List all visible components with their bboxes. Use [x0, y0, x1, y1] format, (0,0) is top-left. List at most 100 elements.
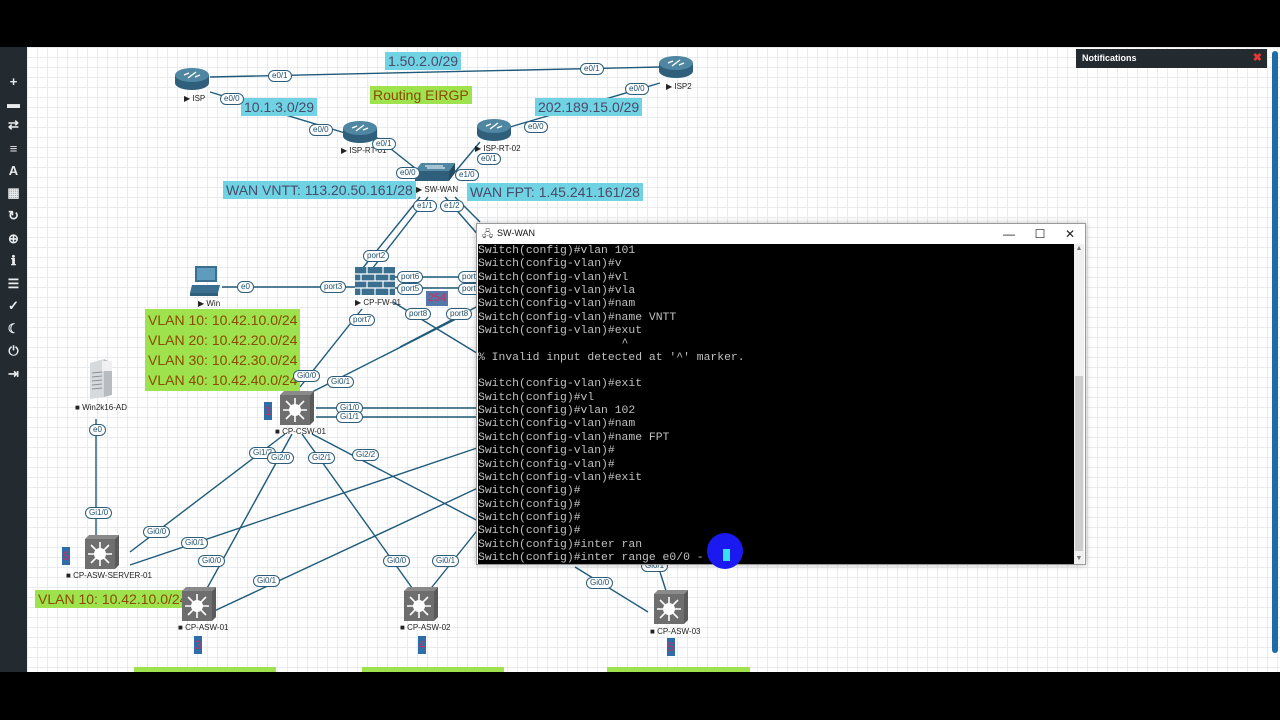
terminal-line: Switch(config-vlan)#vl: [478, 271, 629, 284]
node-name: Win2k16-AD: [82, 403, 127, 412]
node-label-cp-fw-01: ▶ CP-FW-01: [355, 298, 402, 307]
port-label: port5: [397, 283, 424, 295]
power-icon[interactable]: ⏻: [8, 343, 19, 358]
terminal-line: Switch(config)#vlan 101: [478, 245, 636, 257]
terminal-line: Switch(config)#: [478, 485, 581, 498]
port-label: Gi2/1: [308, 452, 336, 464]
canvas-scrollbar[interactable]: [1272, 51, 1278, 653]
terminal-line: Switch(config-vlan)#exit: [478, 471, 643, 484]
port-label: e0/1: [268, 70, 292, 82]
node-name: SW-WAN: [424, 185, 459, 194]
node-name: ISP: [192, 94, 206, 103]
text-icon[interactable]: A: [8, 162, 19, 178]
port-label: e0: [237, 281, 254, 293]
notifications-panel: Notifications ✖: [1076, 49, 1267, 68]
add-icon[interactable]: +: [9, 73, 18, 89]
port-label: Gi0/1: [253, 575, 281, 587]
close-icon[interactable]: ✖: [1252, 52, 1262, 64]
port-label: Gi0/1: [181, 537, 209, 549]
exchange-icon[interactable]: ⇄: [8, 117, 19, 132]
terminal-line: Switch(config)#vlan 102: [478, 405, 636, 418]
server-vlan-label: VLAN 10: 10.42.10.0/24: [35, 590, 191, 608]
router-icon-isp2[interactable]: [658, 55, 694, 79]
zoom-in-icon[interactable]: ⊕: [8, 231, 19, 246]
terminal-line: [478, 365, 1075, 378]
port-label: Gi1/1: [336, 411, 364, 423]
close-button[interactable]: ✕: [1064, 227, 1076, 241]
hard-drive-icon[interactable]: ▬: [7, 95, 20, 111]
minimize-button[interactable]: —: [1003, 227, 1015, 241]
node-name: CP-ASW-02: [407, 623, 451, 632]
port-label: port8: [405, 308, 432, 320]
lab-workspace: + ▬ ⇄ ≡ A ▦ ↻ ⊕ ℹ ☰ ✓ ☾ ⏻ ⇥ 1.50.2.0/29 Routing EIRGP…: [0, 47, 1280, 672]
terminal-titlebar[interactable]: 🖧 SW-WAN — ☐ ✕: [477, 224, 1085, 244]
scrollbar-thumb[interactable]: [1075, 376, 1083, 551]
info-icon[interactable]: ℹ: [11, 253, 16, 268]
pc-icon-win[interactable]: [188, 265, 222, 297]
vlan-label-cut: [607, 667, 750, 672]
terminal-line: Switch(config-vlan)#exit: [478, 378, 643, 391]
log-icon[interactable]: ☰: [7, 276, 20, 291]
vlan-list: VLAN 10: 10.42.10.0/24 VLAN 20: 10.42.20…: [145, 309, 301, 391]
terminal-line: Switch(config)#inter ran: [478, 538, 643, 551]
terminal-line: Switch(config)#: [478, 525, 581, 538]
port-label: e0/0: [625, 83, 649, 95]
list-icon[interactable]: ≡: [9, 140, 18, 156]
node-label-cp-asw-02: ■ CP-ASW-02: [400, 623, 451, 632]
scroll-down-icon[interactable]: ▼: [1075, 555, 1083, 562]
terminal-line: Switch(config-vlan)#v: [478, 258, 622, 271]
grid-icon[interactable]: ▦: [7, 185, 20, 200]
l3switch-icon-cp-asw-03[interactable]: [654, 590, 688, 624]
terminal-line: ^: [478, 338, 629, 351]
l3switch-icon-cp-asw-01[interactable]: [182, 587, 216, 621]
logout-icon[interactable]: ⇥: [8, 366, 19, 381]
port-label: e0/1: [477, 153, 501, 165]
vlan-label: VLAN 20: 10.42.20.0/24: [148, 332, 298, 348]
node-label-isp2: ▶ ISP2: [666, 82, 692, 91]
node-name: Win: [206, 299, 221, 308]
wan-vntt-label: WAN VNTT: 113.20.50.161/28: [223, 181, 416, 199]
node-label-cp-csw-01: ■ CP-CSW-01: [275, 427, 326, 436]
device-marker: 1: [264, 402, 272, 420]
server-icon-win2k16-ad[interactable]: [84, 357, 116, 401]
node-label-sw-wan: ▶ SW-WAN: [416, 185, 459, 194]
refresh-icon[interactable]: ↻: [8, 208, 19, 223]
link-term-asw03: [574, 566, 649, 613]
firewall-icon-cp-fw-01[interactable]: [355, 267, 395, 295]
terminal-scrollbar[interactable]: ▲ ▼: [1074, 244, 1084, 564]
port-label: e1/2: [440, 200, 464, 212]
port-label: port8: [446, 308, 473, 320]
terminal-line: Switch(config-vlan)#nam: [478, 418, 636, 431]
terminal-line: Switch(config)#vl: [478, 391, 595, 404]
terminal-line: Switch(config)#inter range e0/0 -: [478, 551, 704, 564]
link-rt02-sw: [454, 141, 481, 173]
port-label: e0/1: [580, 63, 604, 75]
maximize-button[interactable]: ☐: [1034, 227, 1046, 241]
wan-fpt-label: WAN FPT: 1.45.241.161/28: [467, 183, 643, 201]
network-label-isp-isp2: 1.50.2.0/29: [385, 52, 462, 70]
moon-icon[interactable]: ☾: [7, 321, 20, 336]
node-label-win2k16-ad: ■ Win2k16-AD: [75, 403, 127, 412]
router-icon-isp-rt01[interactable]: [342, 120, 378, 144]
port-label: e0/1: [372, 138, 396, 150]
network-label-isp2-rt02: 202.189.15.0/29: [535, 98, 643, 116]
terminal-line: % Invalid input detected at '^' marker.: [478, 351, 745, 364]
terminal-line: Switch(config-vlan)#: [478, 458, 615, 471]
scroll-up-icon[interactable]: ▲: [1075, 245, 1083, 252]
l3switch-icon-cp-asw-server-01[interactable]: [85, 535, 119, 569]
switch-icon-sw-wan[interactable]: [413, 161, 457, 183]
router-icon-isp[interactable]: [174, 67, 210, 91]
node-label-isp: ▶ ISP: [184, 94, 206, 103]
routing-label: Routing EIRGP: [370, 86, 472, 104]
port-label: e1/0: [455, 169, 479, 181]
l3switch-icon-cp-asw-02[interactable]: [404, 587, 438, 621]
node-label-win: ▶ Win: [198, 299, 221, 308]
l3switch-icon-cp-csw-01[interactable]: [280, 391, 314, 425]
check-circle-icon[interactable]: ✓: [8, 298, 19, 313]
router-icon-isp-rt02[interactable]: [476, 118, 512, 142]
terminal-line: Switch(config-vlan)#exut: [478, 325, 643, 338]
node-name: ISP-RT-02: [483, 144, 521, 153]
device-marker: 4: [418, 636, 426, 654]
